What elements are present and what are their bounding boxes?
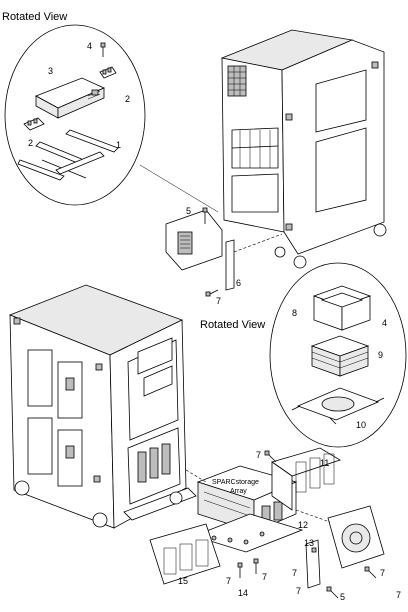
callout-15: 15 <box>178 576 188 586</box>
product-label-line1: SPARCstorage <box>212 479 259 486</box>
product-label-line2: Array <box>230 488 247 495</box>
cabinet-top <box>220 29 387 269</box>
bracket-2-lower <box>23 117 45 131</box>
callout-8: 8 <box>292 308 297 318</box>
rotated-view-title-bottom: Rotated View <box>200 319 265 331</box>
frame-8 <box>312 285 372 331</box>
callout-7a: 7 <box>216 296 221 306</box>
rail-1 <box>17 129 119 181</box>
vent-grid <box>227 65 247 97</box>
callout-6: 6 <box>236 278 241 288</box>
drive-stack-9 <box>310 335 370 377</box>
callout-12: 12 <box>298 520 308 530</box>
callout-7g: 7 <box>296 586 301 596</box>
callout-13: 13 <box>304 538 314 548</box>
front-panel-11 <box>271 447 341 511</box>
screws-bottom <box>237 450 377 599</box>
callout-4b: 4 <box>382 318 387 328</box>
callout-1: 1 <box>116 140 121 150</box>
callout-7b: 7 <box>256 450 261 460</box>
rotated-view-title-top: Rotated View <box>2 11 67 23</box>
fan-housing-13 <box>305 505 385 589</box>
screw-4-top <box>100 42 106 57</box>
callout-7f: 7 <box>292 568 297 578</box>
callout-5a: 5 <box>186 206 191 216</box>
callout-10: 10 <box>356 420 366 430</box>
cabinet-bottom <box>8 284 197 529</box>
detail-circle-top <box>4 24 146 206</box>
callout-7c: 7 <box>380 568 385 578</box>
callout-2a: 2 <box>125 94 130 104</box>
bracket-2-upper <box>99 66 117 79</box>
callout-7h: 7 <box>396 590 401 600</box>
callout-11: 11 <box>320 458 329 468</box>
callout-7e: 7 <box>262 572 267 582</box>
fan-bracket-assembly <box>165 207 283 297</box>
callout-3: 3 <box>48 66 53 76</box>
callout-9: 9 <box>378 350 383 360</box>
callouts: 1 2 2 3 4 5 6 7 Rotated View 8 4 9 10 7 … <box>28 41 401 602</box>
callout-4a: 4 <box>87 41 92 51</box>
grille-15 <box>149 523 221 585</box>
detail-circle-bottom <box>269 262 407 448</box>
tray-10 <box>291 387 385 425</box>
rail-plate-12 <box>192 513 304 553</box>
callout-5b: 5 <box>340 592 345 602</box>
callout-7d: 7 <box>226 576 231 586</box>
drive-module-3 <box>35 77 105 119</box>
callout-14: 14 <box>238 588 248 598</box>
callout-2b: 2 <box>28 138 33 148</box>
